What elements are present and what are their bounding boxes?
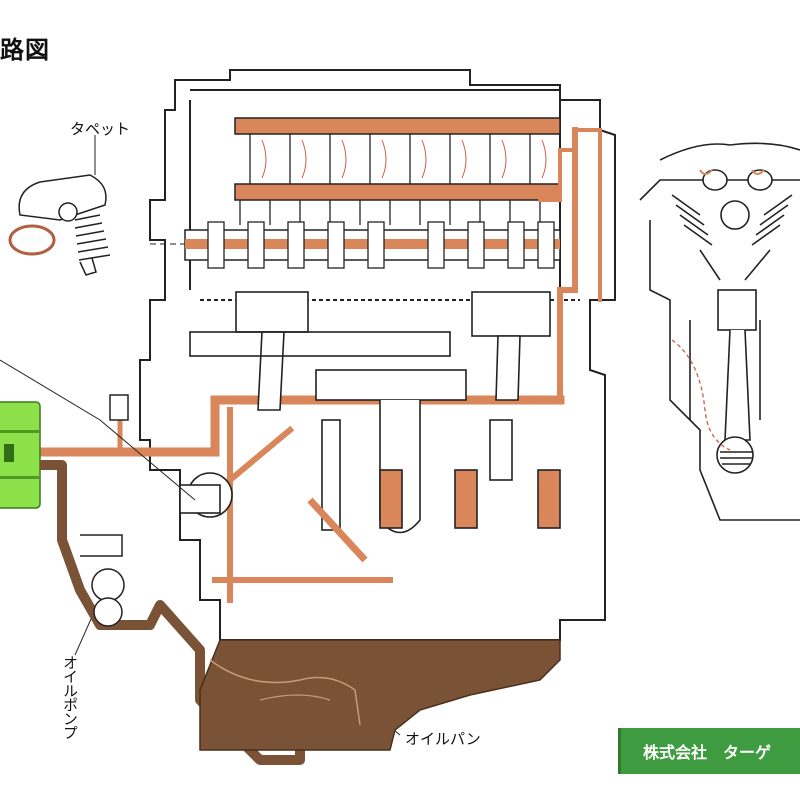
tappet-detail (8, 174, 111, 276)
oil-pan-label: オイルパン (405, 730, 481, 748)
page-title: 路図 (0, 36, 50, 64)
oil-filter (0, 401, 41, 509)
oil-pan (199, 639, 561, 751)
crankshaft (179, 369, 561, 563)
company-banner: 株式会社 ターゲ (618, 728, 800, 774)
camshaft (150, 221, 561, 269)
valve-train (234, 117, 561, 225)
engine-block-outline (139, 69, 616, 641)
oil-pump-label: オイルポンプ (61, 655, 79, 739)
engine-cross-section (639, 142, 800, 521)
pistons (189, 291, 551, 411)
oil-pump (40, 394, 305, 765)
company-name: 株式会社 ターゲ (643, 743, 772, 762)
tappet-label: タペット (70, 120, 131, 138)
